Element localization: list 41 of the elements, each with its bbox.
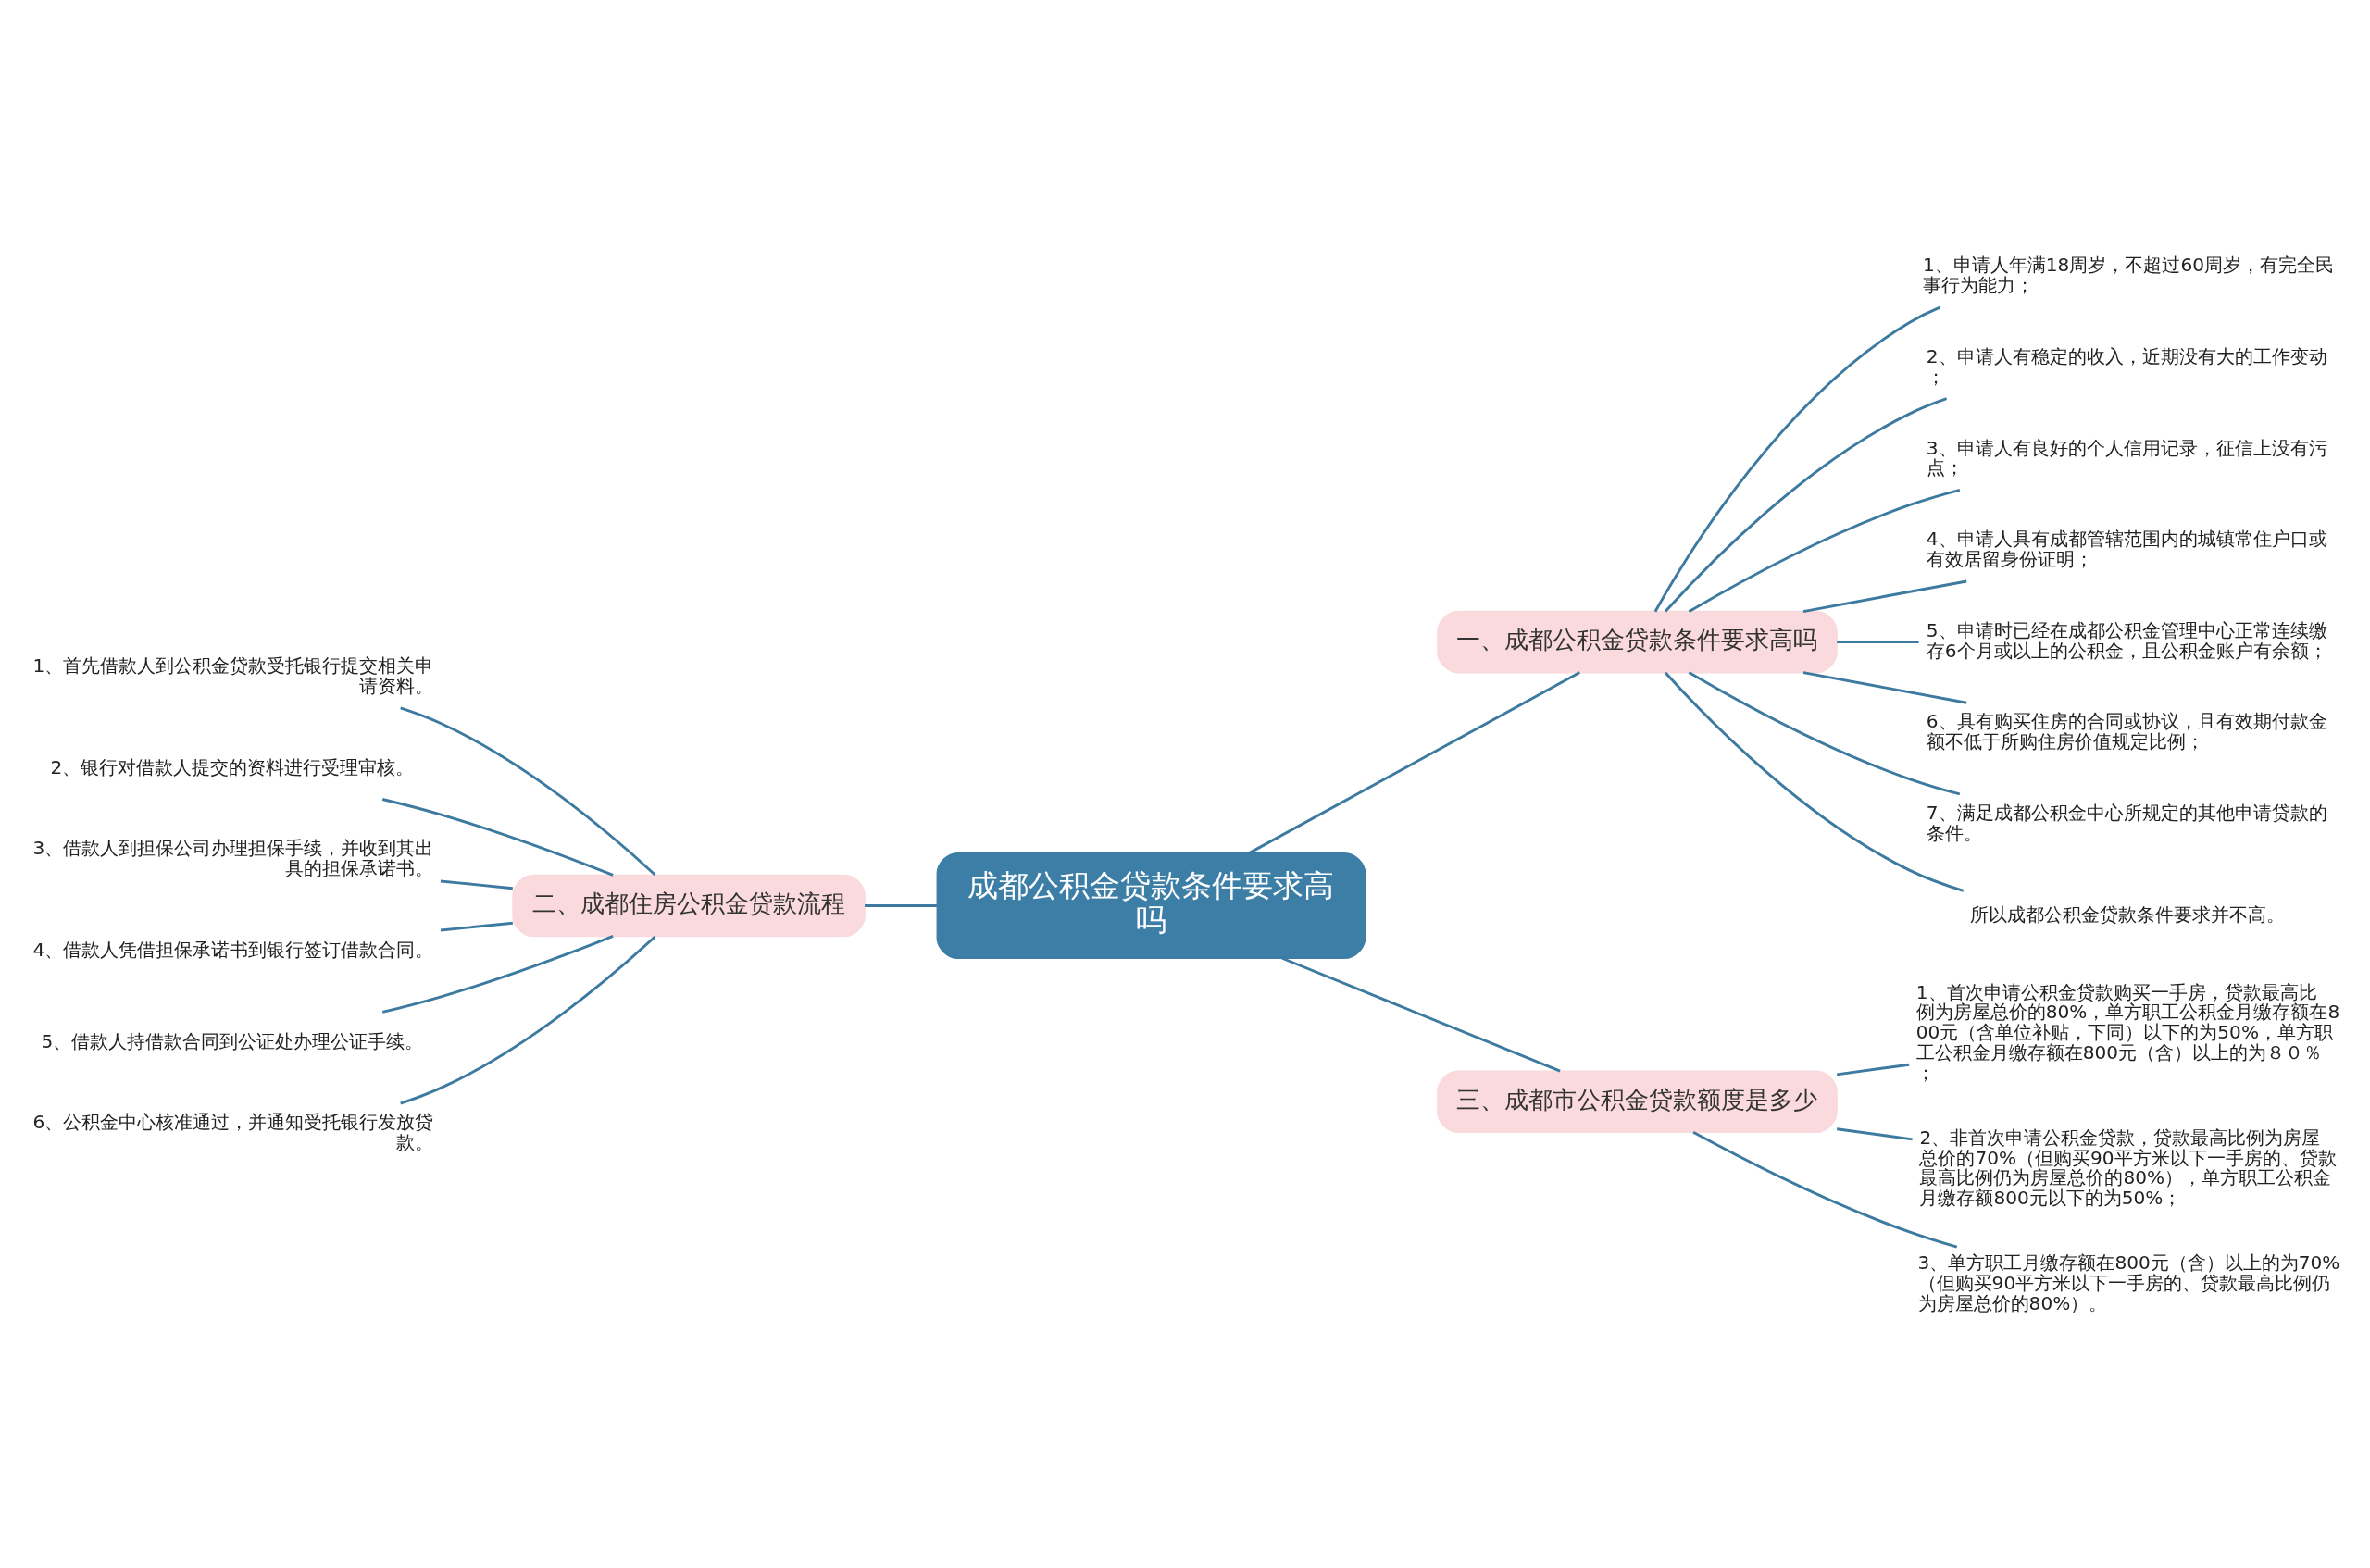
connector [1281, 956, 1561, 1073]
connector [400, 706, 656, 877]
connector [1837, 641, 1919, 644]
node-text: 3、借款人到担保公司办理担保手续，并收到其出具的担保承诺书。 [32, 837, 434, 880]
node-box: 一、成都公积金贷款条件要求高吗 [1437, 610, 1838, 674]
node-text: 4、申请人具有成都管辖范围内的城镇常住户口或有效居留身份证明； [1926, 528, 2327, 571]
node-text: 1、首次申请公积金贷款购买一手房，贷款最高比例为房屋总价的80%，单方职工公积金月缴存额在800元（含单位补贴，下同）以下的为50%，单方职工公积金月缴存额在800元（含）以上的为８０％； [1915, 980, 2340, 1085]
node-text: 所以成都公积金贷款条件要求并不高。 [1970, 902, 2286, 926]
node-text: 1、申请人年满18周岁，不超过60周岁，有完全民事行为能力； [1923, 254, 2334, 297]
connector [1836, 1127, 1913, 1141]
connector [1802, 671, 1967, 704]
connector [440, 921, 513, 932]
connector [1802, 579, 1967, 614]
node-text: 2、申请人有稳定的收入，近期没有大的工作变动； [1926, 344, 2327, 388]
node-text: 5、借款人持借款合同到公证处办理公证手续。 [41, 1029, 424, 1052]
node-text: 1、首先借款人到公积金贷款受托银行提交相关申请资料。 [32, 654, 434, 698]
connector [865, 904, 937, 907]
connector [1248, 671, 1581, 855]
connector [440, 879, 513, 890]
node-box: 三、成都市公积金贷款额度是多少 [1437, 1070, 1838, 1134]
connector [1836, 1063, 1910, 1076]
connector [381, 935, 614, 1014]
connector [381, 798, 614, 877]
node-text: 6、公积金中心核准通过，并通知受托银行发放贷款。 [32, 1111, 434, 1154]
node-text: 5、申请时已经在成都公积金管理中心正常连续缴存6个月或以上的公积金，且公积金账户有余额； [1926, 618, 2327, 662]
connector [1664, 671, 1965, 892]
node-text: 6、具有购买住房的合同或协议，且有效期付款金额不低于所购住房价值规定比例； [1926, 710, 2327, 753]
connector [1688, 488, 1961, 613]
node-text: 3、单方职工月缴存额在800元（含）以上的为70%（但购买90平方米以下一手房的、贷款最高比例仍为房屋总价的80%）。 [1917, 1251, 2340, 1314]
node-text: 7、满足成都公积金中心所规定的其他申请贷款的条件。 [1926, 801, 2327, 844]
node-text: 2、银行对借款人提交的资料进行受理审核。 [50, 755, 415, 778]
connector [1664, 397, 1948, 613]
node-text: 2、非首次申请公积金贷款，贷款最高比例为房屋总价的70%（但购买90平方米以下一手房的、贷款最高比例仍为房屋总价的80%），单方职工公积金月缴存额800元以下的为50%； [1919, 1126, 2337, 1210]
node-text: 3、申请人有良好的个人信用记录，征信上没有污点； [1926, 436, 2327, 479]
node-text: 4、借款人凭借担保承诺书到银行签订借款合同。 [32, 938, 434, 961]
connector [400, 935, 656, 1105]
connector [1688, 671, 1961, 796]
connector [1653, 305, 1940, 613]
node-box: 二、成都住房公积金贷款流程 [512, 874, 866, 938]
connector [1692, 1131, 1958, 1249]
node-box: 成都公积金贷款条件要求高吗 [936, 852, 1366, 959]
